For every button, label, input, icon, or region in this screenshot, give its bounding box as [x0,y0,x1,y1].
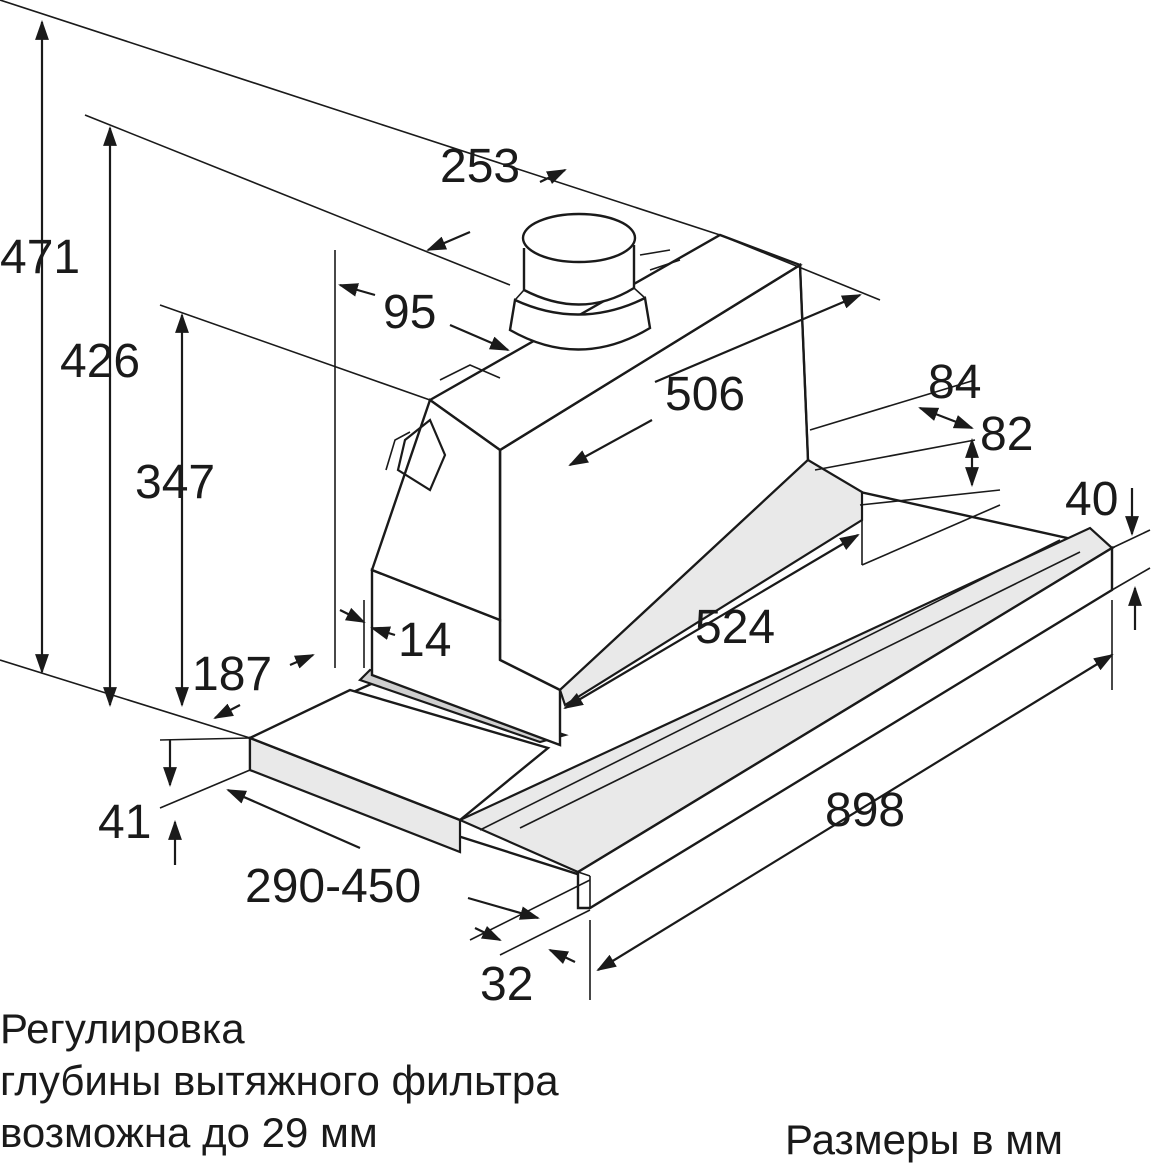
dimension-arrows [35,20,1142,972]
dim-426: 426 [60,335,140,388]
dim-41: 41 [98,796,151,849]
dim-40: 40 [1065,473,1118,526]
dim-506: 506 [665,368,745,421]
note-line-1: Регулировка [0,1005,245,1052]
dim-187: 187 [192,648,272,701]
note-line-3: возможна до 29 мм [0,1109,378,1156]
units-label: Размеры в мм [785,1116,1063,1163]
dim-82: 82 [980,408,1033,461]
note-line-2: глубины вытяжного фильтра [0,1057,559,1104]
dim-95: 95 [383,286,436,339]
side-bracket [396,418,447,492]
dim-14: 14 [398,614,451,667]
dim-290-450: 290-450 [245,860,421,913]
dim-524: 524 [695,601,775,654]
dim-253: 253 [440,140,520,193]
dim-32: 32 [480,958,533,1011]
dim-347: 347 [135,456,215,509]
duct-collar [508,212,652,351]
dim-898: 898 [825,784,905,837]
dim-84: 84 [928,356,981,409]
depth-adjustment-note: Регулировка глубины вытяжного фильтра во… [0,1003,559,1159]
range-hood-drawing [246,212,1116,910]
dim-471: 471 [0,231,80,284]
dimension-labels: 471 426 347 253 95 506 84 82 40 14 187 5… [0,140,1118,1011]
